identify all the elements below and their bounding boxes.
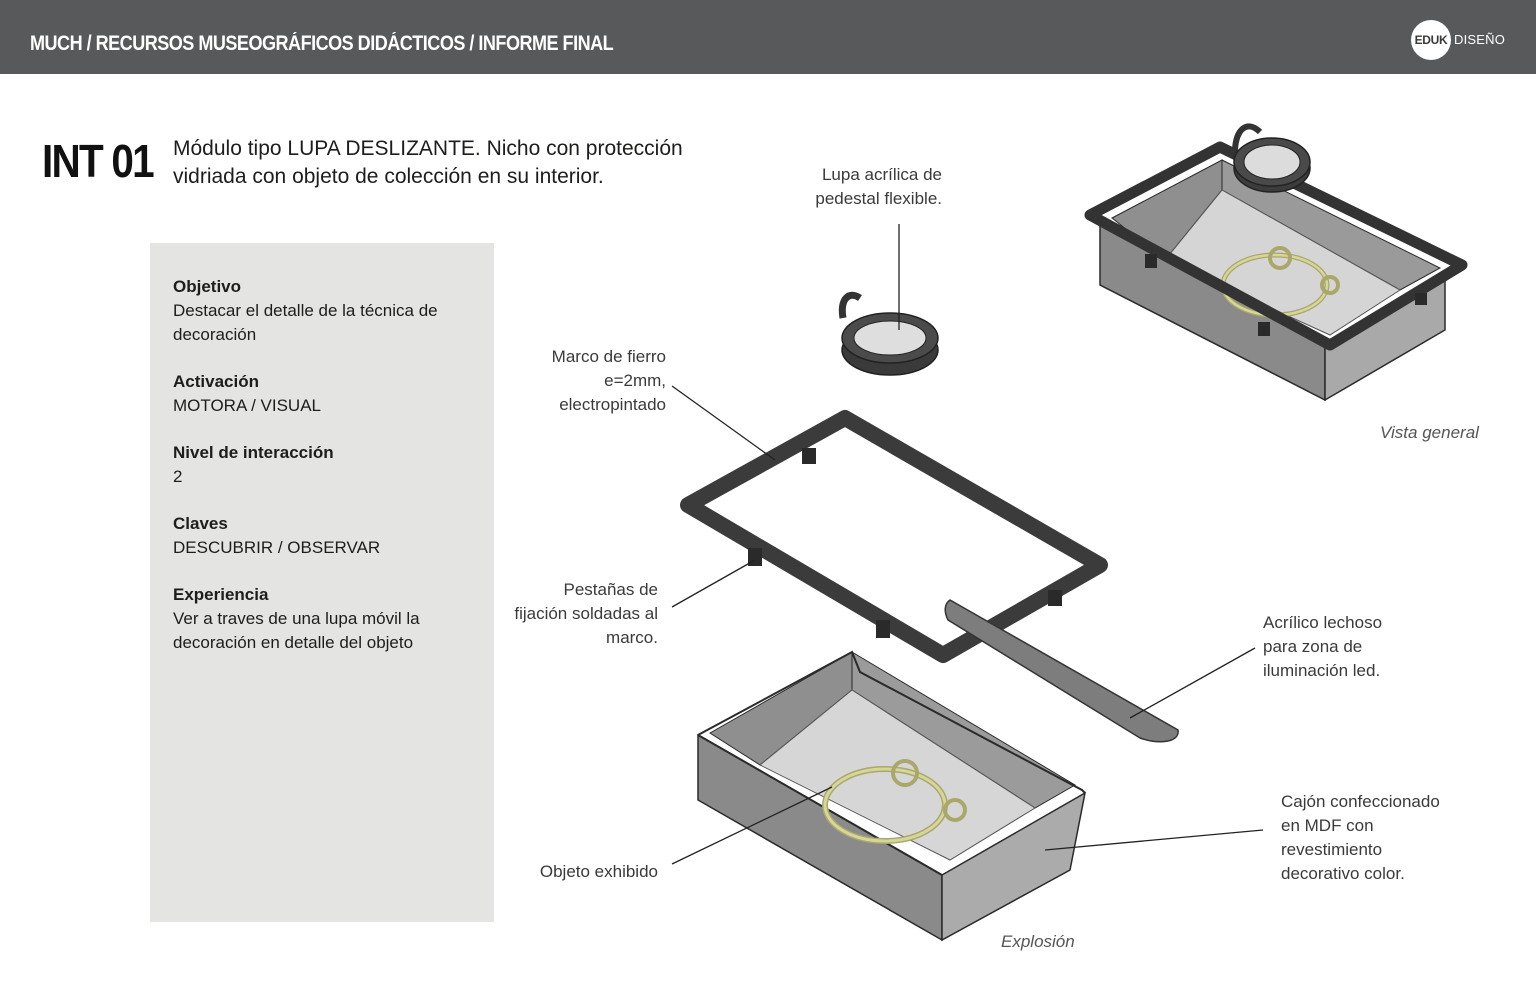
info-claves: Claves DESCUBRIR / OBSERVAR [173, 512, 483, 560]
callout-cajon: Cajón confeccionado en MDF con revestimi… [1281, 792, 1440, 883]
info-heading: Nivel de interacción [173, 443, 334, 462]
callout-objeto: Objeto exhibido [539, 862, 658, 881]
assembled-view [1084, 123, 1468, 402]
info-nivel: Nivel de interacción 2 [173, 441, 483, 489]
callout-marco: Marco de fierro e=2mm, electropintado [551, 347, 666, 414]
leader-lines [671, 224, 1264, 865]
eduk-logo: EDUK [1411, 20, 1451, 60]
info-heading: Claves [173, 514, 228, 533]
info-value: DESCUBRIR / OBSERVAR [173, 538, 381, 557]
info-heading: Objetivo [173, 277, 242, 296]
callout-lupa: Lupa acrílica de pedestal flexible. [815, 165, 942, 208]
exploded-lupa [838, 291, 939, 376]
info-heading: Activación [173, 372, 259, 391]
caption-vista-general: Vista general [1380, 423, 1479, 442]
info-value: MOTORA / VISUAL [173, 396, 322, 415]
exploded-box [697, 650, 1087, 942]
info-activacion: Activación MOTORA / VISUAL [173, 370, 483, 418]
info-panel: Objetivo Destacar el detalle de la técni… [150, 243, 494, 922]
module-description: Módulo tipo LUPA DESLIZANTE. Nicho con p… [173, 137, 683, 188]
header-title: MUCH / RECURSOS MUSEOGRÁFICOS DIDÁCTICOS… [30, 32, 614, 55]
info-heading: Experiencia [173, 585, 269, 604]
callout-pestanas: Pestañas de fijación soldadas al marco. [514, 580, 658, 647]
caption-explosion: Explosión [1001, 932, 1075, 951]
exploded-acrylic [944, 599, 1179, 743]
info-value: 2 [173, 467, 183, 486]
info-value: Ver a traves de una lupa móvil la decora… [173, 609, 420, 652]
logo-text: DISEÑO [1454, 32, 1506, 47]
exploded-frame [680, 410, 1108, 663]
header-bar: MUCH / RECURSOS MUSEOGRÁFICOS DIDÁCTICOS… [0, 0, 1536, 74]
info-value: Destacar el detalle de la técnica de dec… [173, 301, 438, 344]
callout-acrilico: Acrílico lechoso para zona de iluminació… [1263, 613, 1383, 680]
info-objetivo: Objetivo Destacar el detalle de la técni… [173, 275, 483, 347]
info-experiencia: Experiencia Ver a traves de una lupa móv… [173, 583, 483, 655]
module-code: INT 01 [42, 135, 155, 187]
